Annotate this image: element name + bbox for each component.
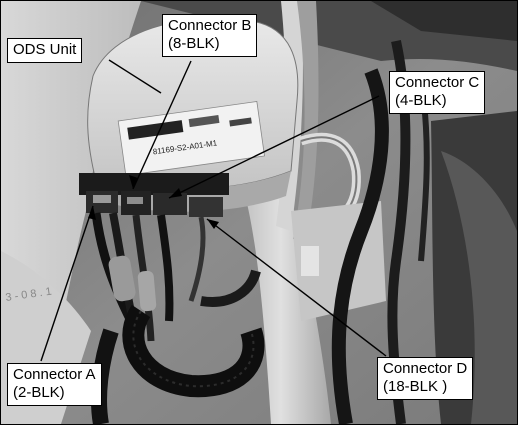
callout-connector-a-name: Connector A bbox=[13, 366, 96, 383]
callout-connector-d: Connector D (18-BLK ) bbox=[377, 357, 474, 400]
callout-ods-unit: ODS Unit bbox=[7, 38, 83, 63]
callout-connector-c-spec: (4-BLK) bbox=[395, 92, 447, 109]
callout-connector-c: Connector C (4-BLK) bbox=[389, 71, 486, 114]
callout-connector-d-spec: (18-BLK ) bbox=[383, 378, 448, 395]
callout-connector-b-spec: (8-BLK) bbox=[168, 35, 220, 52]
callout-connector-a-spec: (2-BLK) bbox=[13, 384, 65, 401]
callout-connector-c-name: Connector C bbox=[395, 74, 480, 91]
callout-connector-b-name: Connector B bbox=[168, 17, 252, 34]
callout-connector-d-name: Connector D bbox=[383, 360, 468, 377]
callout-ods-unit-label: ODS Unit bbox=[13, 41, 77, 58]
callout-connector-b: Connector B (8-BLK) bbox=[162, 14, 258, 57]
callout-connector-a: Connector A (2-BLK) bbox=[7, 363, 102, 406]
